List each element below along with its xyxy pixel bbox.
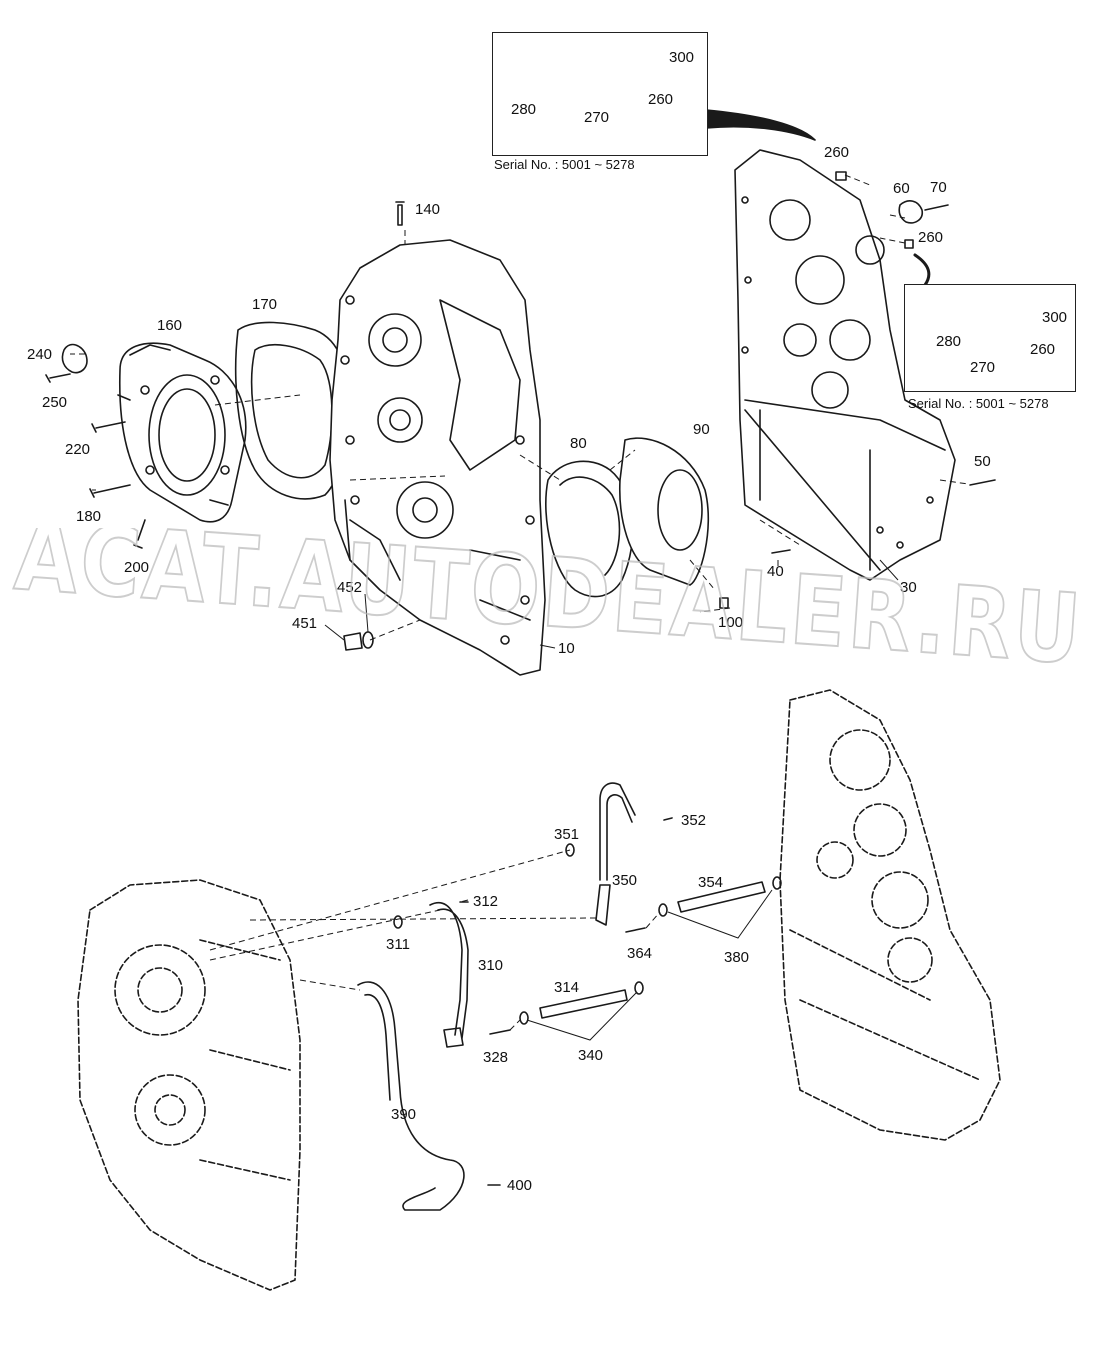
leader-451	[324, 624, 345, 641]
part-260-plug-a	[835, 171, 847, 181]
inset-top-box	[492, 32, 708, 156]
inset-right-callout-300: 300	[1042, 309, 1068, 326]
inset-top-arrow	[705, 109, 816, 141]
part-160-cover	[117, 342, 247, 523]
part-451-plug	[343, 632, 363, 651]
callout-310: 310	[478, 957, 504, 974]
inset-right-callout-280: 280	[936, 333, 962, 350]
inset-top-callout-260: 260	[648, 91, 674, 108]
inset-top-callout-280: 280	[511, 101, 537, 118]
callout-10: 10	[558, 640, 575, 657]
callout-380: 380	[724, 949, 750, 966]
part-200-bolt	[133, 519, 146, 549]
callout-240: 240	[27, 346, 53, 363]
inset-right-box	[904, 284, 1076, 392]
callout-260-a: 260	[824, 144, 850, 161]
callout-100: 100	[718, 614, 744, 631]
part-30-housing	[734, 149, 956, 581]
inset-top-callout-300: 300	[669, 49, 695, 66]
part-180-bolt	[89, 484, 131, 498]
part-311-seal	[393, 915, 403, 929]
callout-50: 50	[974, 453, 991, 470]
part-40-pin	[771, 549, 791, 554]
part-240-plate	[61, 343, 88, 374]
assembly-right-housing	[779, 689, 1001, 1141]
callout-220: 220	[65, 441, 91, 458]
part-50-bolt	[969, 479, 996, 486]
callout-260-b: 260	[918, 229, 944, 246]
leader-10	[539, 644, 556, 649]
callout-354: 354	[698, 874, 724, 891]
callout-30: 30	[900, 579, 917, 596]
part-364-bolt	[625, 927, 646, 933]
callout-70: 70	[930, 179, 947, 196]
callout-451: 451	[292, 615, 318, 632]
callout-40: 40	[767, 563, 784, 580]
callout-350: 350	[612, 872, 638, 889]
callout-60: 60	[893, 180, 910, 197]
callout-452: 452	[337, 579, 363, 596]
inset-right-callout-270: 270	[970, 359, 996, 376]
inset-right-callout-260: 260	[1030, 341, 1056, 358]
part-354-tube	[677, 881, 766, 913]
part-80-cover	[545, 460, 634, 598]
part-10-housing	[329, 239, 546, 676]
callout-250: 250	[42, 394, 68, 411]
assembly-left-housing	[77, 879, 301, 1291]
callout-311: 311	[386, 936, 410, 953]
part-70-bolt	[924, 204, 949, 211]
inset-top-callout-270: 270	[584, 109, 610, 126]
part-310-pipe	[429, 902, 469, 1039]
part-90-cover	[618, 437, 710, 586]
part-260-plug-b	[904, 239, 914, 249]
callout-400: 400	[507, 1177, 533, 1194]
inset-right-caption: Serial No. : 5001 ~ 5278	[908, 396, 1049, 411]
part-351-seal	[565, 843, 575, 857]
part-452-seal	[362, 631, 374, 649]
leader-30	[879, 559, 899, 581]
part-220-bolt	[91, 421, 126, 433]
callout-390: 390	[391, 1106, 417, 1123]
callout-160: 160	[157, 317, 183, 334]
part-390-pipe	[357, 981, 465, 1211]
callout-340: 340	[578, 1047, 604, 1064]
callout-364: 364	[627, 945, 653, 962]
callout-312: 312	[473, 893, 499, 910]
callout-200: 200	[124, 559, 150, 576]
callout-180: 180	[76, 508, 102, 525]
part-100-bolt	[719, 597, 729, 609]
part-250-bolt	[45, 373, 71, 383]
inset-top-caption: Serial No. : 5001 ~ 5278	[494, 157, 635, 172]
part-328-bolt	[489, 1029, 511, 1035]
inset-right-arrow	[913, 253, 931, 287]
leader-452	[364, 593, 369, 633]
callout-352: 352	[681, 812, 707, 829]
leader-380	[667, 889, 773, 939]
callout-140: 140	[415, 201, 441, 218]
callout-170: 170	[252, 296, 278, 313]
callout-328: 328	[483, 1049, 509, 1066]
callout-314: 314	[554, 979, 580, 996]
part-60-cover	[898, 200, 924, 224]
callout-80: 80	[570, 435, 587, 452]
callout-90: 90	[693, 421, 710, 438]
callout-351: 351	[554, 826, 580, 843]
part-314-tube	[539, 989, 628, 1019]
part-140-breather	[395, 201, 405, 226]
part-350-pipe	[599, 782, 636, 881]
part-352-bolt	[663, 817, 673, 821]
leader-340	[526, 991, 638, 1041]
